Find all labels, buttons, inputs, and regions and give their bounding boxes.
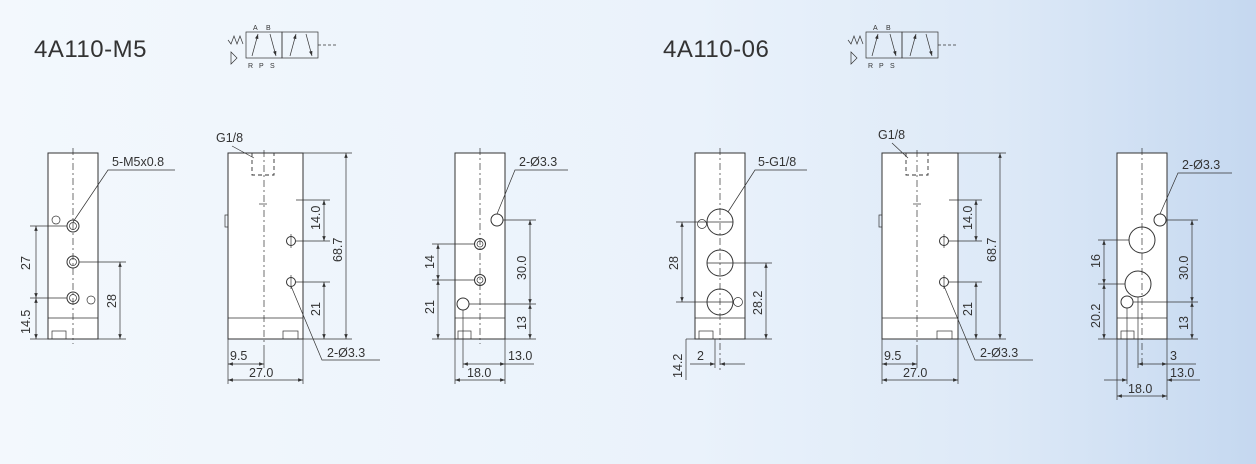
m5-side-thread: G1/8 <box>216 131 243 145</box>
port-b: B <box>266 25 271 32</box>
m5-dim-13-0: 13.0 <box>508 349 532 363</box>
port-s: S <box>890 63 895 70</box>
g18-thread-label: 5-G1/8 <box>758 155 796 169</box>
m5-end-view: 2-Ø3.3 14 21 30.0 13 13.0 18.0 <box>423 148 568 384</box>
valve-symbol-m5: A B R P S <box>227 25 338 70</box>
g18-dim-27-0: 27.0 <box>903 366 927 380</box>
port-r: R <box>868 63 873 70</box>
g18-end-holes: 2-Ø3.3 <box>1182 158 1220 172</box>
g18-dim-3: 3 <box>1170 349 1177 363</box>
m5-dim-14-0: 14.0 <box>309 206 323 230</box>
port-s: S <box>270 63 275 70</box>
m5-side-view: G1/8 14.0 68.7 21 2-Ø3.3 9.5 27.0 <box>216 131 380 384</box>
m5-dim-9-5: 9.5 <box>230 349 247 363</box>
g18-dim-28: 28 <box>667 256 681 270</box>
g18-front-view: 5-G1/8 28 28.2 2 14.2 <box>667 148 807 380</box>
g18-dim-28-2: 28.2 <box>751 291 765 315</box>
g18-side-thread: G1/8 <box>878 128 905 142</box>
m5-dim-30-0: 30.0 <box>515 256 529 280</box>
model-title-m5: 4A110-M5 <box>34 36 147 63</box>
g18-dim-14-0: 14.0 <box>961 206 975 230</box>
g18-dim-68-7: 68.7 <box>985 238 999 262</box>
g18-side-view: G1/8 14.0 68.7 21 2-Ø3.3 9.5 27.0 <box>878 128 1033 384</box>
m5-side-holes: 2-Ø3.3 <box>327 346 365 360</box>
m5-dim-21: 21 <box>309 302 323 316</box>
port-p: P <box>259 63 264 70</box>
m5-thread-label: 5-M5x0.8 <box>112 155 164 169</box>
g18-dim-21: 21 <box>961 302 975 316</box>
valve-symbol-06: A B R P S <box>847 25 958 70</box>
g18-dim-20-2: 20.2 <box>1089 304 1103 328</box>
port-b: B <box>886 25 891 32</box>
m5-dim-18-0: 18.0 <box>467 366 491 380</box>
g18-dim-30-0: 30.0 <box>1177 256 1191 280</box>
m5-dim-68-7: 68.7 <box>331 238 345 262</box>
m5-dim-13: 13 <box>515 316 529 330</box>
m5-front-view: 5-M5x0.8 27 14.5 28 <box>19 148 175 344</box>
g18-end-view: 2-Ø3.3 16 20.2 30.0 13 <box>1089 148 1232 400</box>
m5-dim-28: 28 <box>105 294 119 308</box>
g18-dim-16: 16 <box>1089 254 1103 268</box>
g18-dim-9-5: 9.5 <box>884 349 901 363</box>
port-r: R <box>248 63 253 70</box>
m5-dim-27-0: 27.0 <box>249 366 273 380</box>
m5-dim-21-end: 21 <box>423 300 437 314</box>
port-a: A <box>873 25 878 32</box>
g18-dim-13-0: 13.0 <box>1170 366 1194 380</box>
g18-side-holes: 2-Ø3.3 <box>980 346 1018 360</box>
m5-dim-27: 27 <box>19 256 33 270</box>
port-p: P <box>879 63 884 70</box>
g18-dim-2: 2 <box>697 349 704 363</box>
port-a: A <box>253 25 258 32</box>
m5-end-holes: 2-Ø3.3 <box>519 155 557 169</box>
g18-dim-13: 13 <box>1177 316 1191 330</box>
g18-dim-14-2: 14.2 <box>671 354 685 378</box>
m5-dim-14-5: 14.5 <box>19 310 33 334</box>
model-title-06: 4A110-06 <box>663 36 770 63</box>
m5-dim-14: 14 <box>423 255 437 269</box>
g18-dim-18-0: 18.0 <box>1128 382 1152 396</box>
